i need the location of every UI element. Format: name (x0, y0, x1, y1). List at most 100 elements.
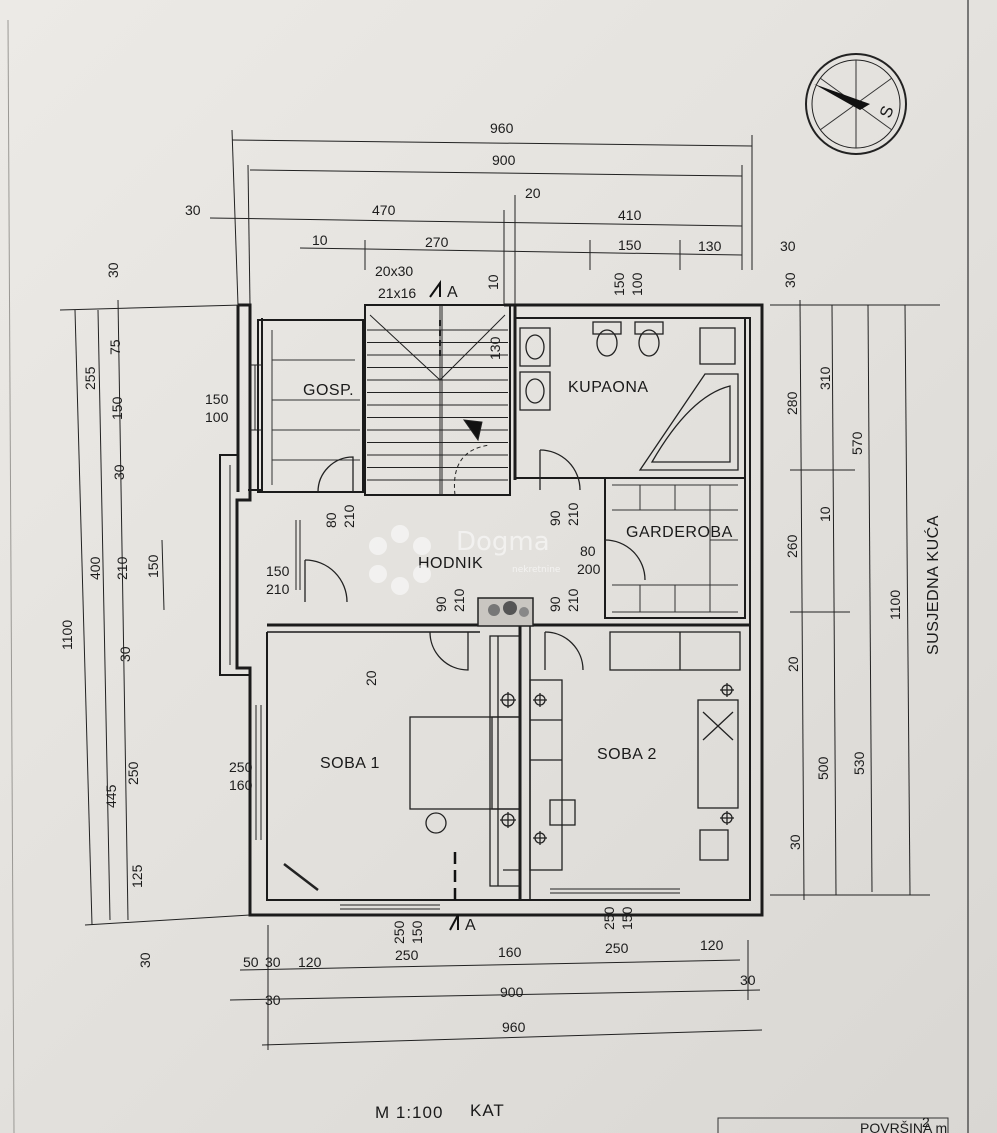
dim-left-150: 150 (109, 396, 125, 420)
door-soba1-w: 90 (433, 596, 449, 612)
windows (250, 364, 680, 910)
dim-bot-900: 900 (500, 984, 524, 1000)
dim-right-280: 280 (784, 391, 800, 415)
door-soba1-h: 210 (451, 588, 467, 612)
opening-labels: 150 100 80 210 150 210 90 210 80 200 90 … (205, 272, 645, 944)
dim-right-30b: 30 (787, 834, 803, 850)
room-labels: GOSP. KUPAONA HODNIK GARDEROBA SOBA 1 SO… (303, 379, 733, 772)
dim-left-30b: 30 (111, 464, 127, 480)
soba1-furniture (283, 635, 521, 891)
bottom-dimensions: 50 30 120 250 160 250 120 30 30 900 960 (243, 937, 756, 1035)
door-garderoba-h: 200 (577, 561, 601, 577)
door-entry-w: 150 (266, 563, 290, 579)
dim-bot-120b: 120 (700, 937, 724, 953)
window-soba2b-h: 150 (619, 906, 635, 930)
dim-left-400: 400 (87, 556, 103, 580)
garderoba-shelves (612, 484, 738, 613)
dim-bot-960: 960 (502, 1019, 526, 1035)
door-kupaona-w: 90 (547, 510, 563, 526)
soba2-furniture (529, 631, 741, 871)
compass-letter: S (876, 102, 898, 120)
stair-labels: 20x30 21x16 (375, 263, 416, 301)
dim-soba1-20: 20 (363, 670, 379, 686)
gosp-shelves (271, 330, 360, 485)
section-marker-bottom: A (465, 917, 476, 934)
watermark-brand: Dogma (456, 527, 550, 557)
dim-right-310: 310 (817, 366, 833, 390)
stair-label-2: 21x16 (378, 285, 416, 301)
window-soba1b-h: 150 (409, 920, 425, 944)
dim-left-30c: 30 (117, 646, 133, 662)
room-soba1: SOBA 1 (320, 755, 380, 772)
sheet-fold (7, 19, 15, 1133)
dim-right-260: 260 (784, 534, 800, 558)
title-block-text: POVRŠINA m (860, 1120, 947, 1133)
dim-right-500: 500 (815, 756, 831, 780)
title-block: POVRŠINA m 2 (717, 1114, 949, 1133)
window-kup-h: 100 (629, 272, 645, 296)
top-dimensions: 960 900 30 470 20 410 10 270 150 130 30 (185, 120, 796, 254)
window-kup-w: 150 (611, 272, 627, 296)
dim-right-570: 570 (849, 431, 865, 455)
dim-right-20: 20 (785, 656, 801, 672)
dim-stair-130: 130 (487, 336, 503, 360)
dim-top-30: 30 (185, 202, 201, 218)
dim-top-960: 960 (490, 120, 514, 136)
watermark-logo-icon (369, 525, 431, 595)
dim-top-20: 20 (525, 185, 541, 201)
dim-left-250: 250 (125, 761, 141, 785)
doors (304, 449, 646, 671)
dim-bot-30c: 30 (265, 992, 281, 1008)
misc-inner-dims: 10 130 20 (363, 274, 503, 686)
dim-right-30a: 30 (782, 272, 798, 288)
dim-left-30a: 30 (105, 262, 121, 278)
door-garderoba-w: 80 (580, 543, 596, 559)
door-soba2-h: 210 (565, 588, 581, 612)
dim-stair-10: 10 (485, 274, 501, 290)
dim-left-150b: 150 (145, 554, 161, 578)
room-gosp: GOSP. (303, 382, 354, 399)
dim-top-30b: 30 (780, 238, 796, 254)
section-marker-top: A (447, 284, 458, 301)
title-block-sup: 2 (922, 1114, 930, 1130)
door-gosp-h: 210 (341, 504, 357, 528)
door-entry-h: 210 (266, 581, 290, 597)
stair-label-1: 20x30 (375, 263, 413, 279)
dim-top-900: 900 (492, 152, 516, 168)
room-soba2: SOBA 2 (597, 746, 657, 763)
dim-top-130: 130 (698, 238, 722, 254)
dim-right-1100: 1100 (887, 590, 903, 620)
staircase (367, 305, 508, 496)
fireplace (477, 597, 534, 627)
dim-top-150: 150 (618, 237, 642, 253)
dim-left-210: 210 (114, 556, 130, 580)
room-garderoba: GARDEROBA (626, 524, 733, 541)
watermark: Dogma nekretnine (369, 525, 561, 595)
window-soba1-w: 250 (229, 759, 253, 775)
dim-bot-50: 50 (243, 954, 259, 970)
dim-top-270: 270 (425, 234, 449, 250)
section-markers (429, 279, 459, 931)
dim-bot-160: 160 (498, 944, 522, 960)
door-gosp-w: 80 (323, 512, 339, 528)
watermark-sub: nekretnine (512, 565, 561, 575)
bathroom-fixtures (519, 321, 739, 471)
room-kupaona: KUPAONA (568, 379, 649, 396)
dim-top-10: 10 (312, 232, 328, 248)
dim-right-530: 530 (851, 751, 867, 775)
window-soba1-h: 160 (229, 777, 253, 793)
room-hodnik: HODNIK (418, 555, 483, 572)
dim-left-75: 75 (107, 339, 123, 355)
dim-bot-250b: 250 (605, 940, 629, 956)
left-dimensions: 1100 255 400 445 30 75 150 30 210 30 250… (59, 262, 161, 968)
dim-left-125: 125 (129, 864, 145, 888)
dim-bot-30d: 30 (740, 972, 756, 988)
scale-label: M 1:100 (375, 1103, 443, 1122)
door-soba2-w: 90 (547, 596, 563, 612)
dim-left-1100: 1100 (59, 620, 75, 650)
dim-bot-30: 30 (265, 954, 281, 970)
dim-left-30d: 30 (137, 952, 153, 968)
dim-left-445: 445 (103, 784, 119, 808)
